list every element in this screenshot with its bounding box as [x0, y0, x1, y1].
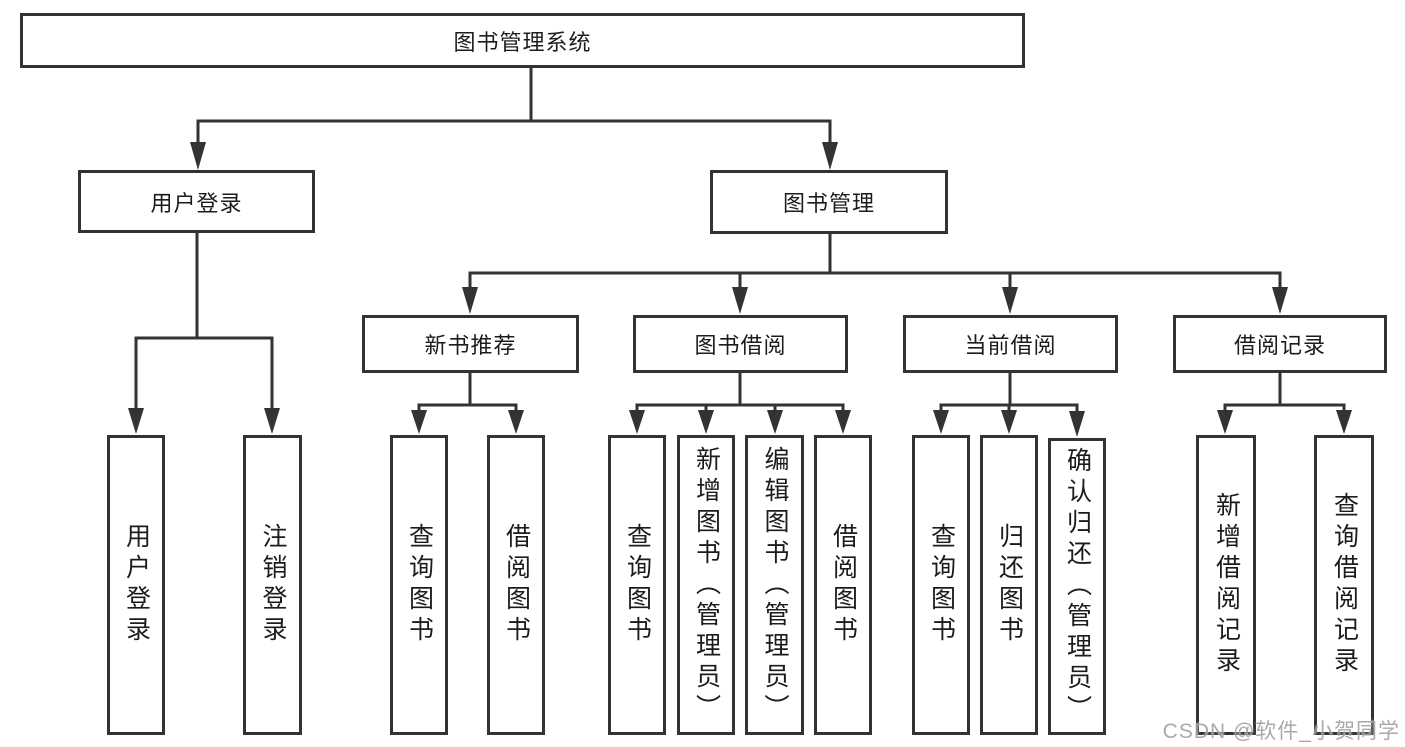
node-book-borrow: 图书借阅	[633, 315, 848, 373]
node-user-login-label: 用户登录	[150, 190, 243, 216]
node-borrow-records-label: 借阅记录	[1233, 333, 1326, 358]
node-book-management: 图书管理	[710, 170, 948, 234]
node-user-login: 用户登录	[78, 170, 315, 233]
leaf-add-book-admin: 新增图书（管理员）	[677, 435, 735, 735]
node-new-books-label: 新书推荐	[424, 333, 517, 358]
node-borrow-records: 借阅记录	[1173, 315, 1387, 373]
leaf-confirm-return-admin: 确认归还（管理员）	[1048, 438, 1106, 735]
leaf-user-login: 用户登录	[107, 435, 165, 735]
leaf-logout: 注销登录	[243, 435, 302, 735]
node-current-borrow: 当前借阅	[903, 315, 1118, 373]
leaf-borrow-books-borrow: 借阅图书	[814, 435, 872, 735]
node-current-borrow-label: 当前借阅	[964, 333, 1057, 358]
leaf-edit-book-admin: 编辑图书（管理员）	[745, 435, 804, 735]
node-root-label: 图书管理系统	[453, 29, 592, 55]
watermark: CSDN @软件_小贺同学	[1162, 720, 1400, 743]
node-book-borrow-label: 图书借阅	[694, 333, 787, 358]
leaf-query-books-borrow: 查询图书	[608, 435, 666, 735]
node-new-books: 新书推荐	[362, 315, 579, 373]
leaf-add-borrow-record: 新增借阅记录	[1196, 435, 1256, 735]
leaf-return-books: 归还图书	[980, 435, 1038, 735]
leaf-query-books-newbooks: 查询图书	[390, 435, 448, 735]
node-root: 图书管理系统	[20, 13, 1025, 68]
leaf-borrow-books-newbooks: 借阅图书	[487, 435, 545, 735]
leaf-query-books-current: 查询图书	[912, 435, 970, 735]
node-book-management-label: 图书管理	[782, 191, 875, 216]
leaf-query-borrow-record: 查询借阅记录	[1314, 435, 1374, 735]
arrowheads	[128, 142, 1352, 437]
